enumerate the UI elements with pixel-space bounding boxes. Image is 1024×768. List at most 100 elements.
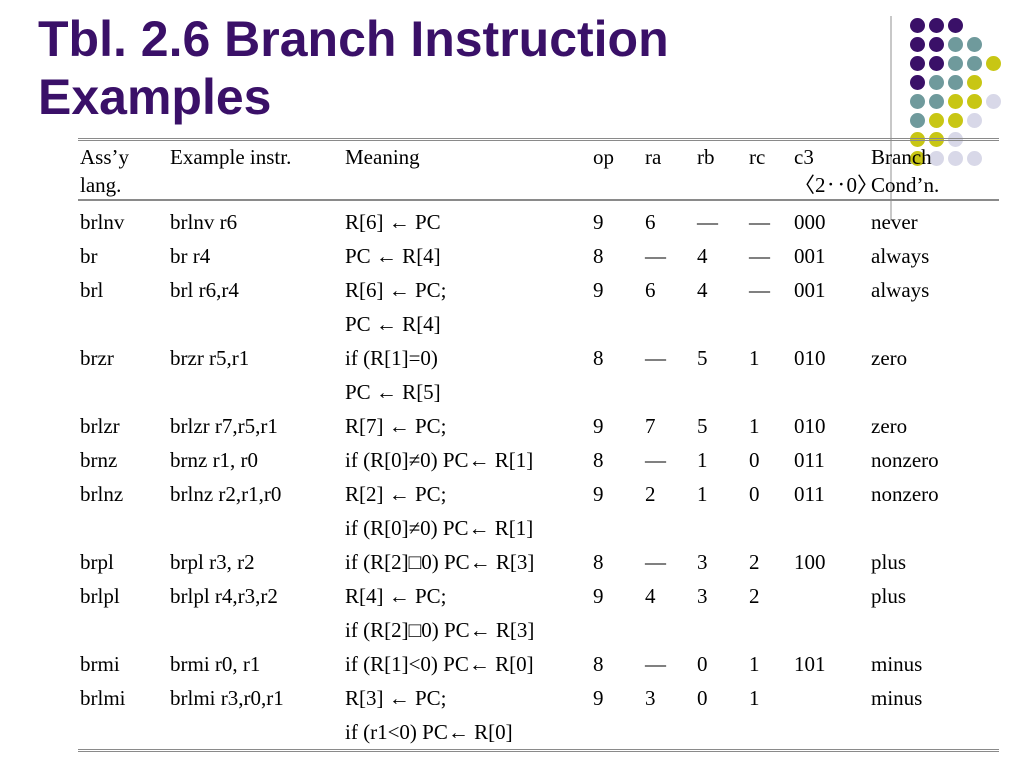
cell-cond: minus <box>871 686 923 710</box>
cell-example: brzr r5,r1 <box>170 346 250 370</box>
cell-rc: — <box>749 244 770 268</box>
cell-cond: plus <box>871 550 907 574</box>
cell-c3: 101 <box>794 652 826 676</box>
cell-ra: — <box>645 244 666 268</box>
column-header-line: ra <box>645 145 662 169</box>
cell-c3: 001 <box>794 278 826 302</box>
meaning-line: R[2] ← PC; <box>345 482 447 506</box>
cell-ra: — <box>645 550 666 574</box>
cell-asm: brlnv <box>80 210 125 234</box>
cell-example: brpl r3, r2 <box>170 550 255 574</box>
meaning-line: R[4] ← PC; <box>345 584 447 608</box>
cell-ra: 2 <box>645 482 656 506</box>
decor-dot <box>948 113 963 128</box>
meaning-line: PC ← R[4] <box>345 244 441 268</box>
cell-ra: 3 <box>645 686 656 710</box>
cell-rc: — <box>749 278 770 302</box>
cell-asm: brzr <box>80 346 114 370</box>
cell-asm: brlnz <box>80 482 124 506</box>
decor-dot <box>929 151 944 166</box>
slide-title-line-2: Examples <box>38 69 272 125</box>
decor-dot <box>929 75 944 90</box>
cell-asm: brmi <box>80 652 120 676</box>
decor-dot <box>910 94 925 109</box>
cell-c3: 000 <box>794 210 826 234</box>
meaning-line: R[6] ← PC <box>345 210 441 234</box>
cell-meaning: R[3] ← PC;if (r1<0) PC← R[0] <box>343 681 591 751</box>
column-header-line: Branch <box>871 145 932 169</box>
column-header: c3〈2‥0〉 <box>792 140 878 201</box>
slide-title-line-1: Tbl. 2.6 Branch Instruction <box>38 11 669 67</box>
cell-ra: — <box>645 448 666 472</box>
meaning-line: if (R[0]≠0) PC← R[1] <box>345 448 534 472</box>
cell-rb: 4 <box>697 244 708 268</box>
meaning-line: if (R[1]=0) <box>345 346 438 370</box>
cell-rc: 1 <box>749 652 760 676</box>
slide-title: Tbl. 2.6 Branch Instruction Examples <box>38 10 669 126</box>
meaning-line: PC ← R[4] <box>345 312 441 336</box>
decor-dot <box>948 18 963 33</box>
decor-dot <box>910 151 925 166</box>
cell-ra: 6 <box>645 210 656 234</box>
cell-rc: 0 <box>749 482 760 506</box>
cell-op: 9 <box>593 584 604 608</box>
column-header: rc <box>747 140 792 201</box>
cell-rb: 3 <box>697 584 708 608</box>
table-row: brl brl r6,r4 R[6] ← PC;PC ← R[4]9 6 4 — 001 al… <box>78 273 999 341</box>
decor-dot <box>948 37 963 52</box>
cell-rc: 2 <box>749 584 760 608</box>
decor-dot <box>986 94 1001 109</box>
cell-ra: — <box>645 652 666 676</box>
column-header: Example instr. <box>168 140 343 201</box>
cell-op: 9 <box>593 278 604 302</box>
cell-op: 8 <box>593 652 604 676</box>
cell-cond: nonzero <box>871 482 939 506</box>
column-header: op <box>591 140 643 201</box>
cell-rc: 0 <box>749 448 760 472</box>
cell-c3: 011 <box>794 448 825 472</box>
cell-ra: 6 <box>645 278 656 302</box>
decor-dot <box>910 18 925 33</box>
meaning-line: if (r1<0) PC← R[0] <box>345 720 513 744</box>
cell-meaning: R[6] ← PC <box>343 200 591 239</box>
cell-example: brl r6,r4 <box>170 278 239 302</box>
cell-rb: 1 <box>697 482 708 506</box>
column-header-line: op <box>593 145 614 169</box>
cell-rb: 5 <box>697 414 708 438</box>
cell-rc: 1 <box>749 346 760 370</box>
cell-cond: never <box>871 210 918 234</box>
dot-grid-decoration <box>900 10 1024 170</box>
cell-asm: brpl <box>80 550 114 574</box>
column-header-line: Meaning <box>345 145 420 169</box>
decor-dot <box>967 37 982 52</box>
decor-dot <box>910 113 925 128</box>
meaning-line: if (R[1]<0) PC← R[0] <box>345 652 534 676</box>
cell-example: brlnv r6 <box>170 210 238 234</box>
cell-meaning: PC ← R[4] <box>343 239 591 273</box>
cell-asm: brlpl <box>80 584 120 608</box>
column-header: ra <box>643 140 695 201</box>
cell-meaning: R[7] ← PC; <box>343 409 591 443</box>
cell-meaning: if (R[1]=0)PC ← R[5] <box>343 341 591 409</box>
cell-asm: brl <box>80 278 104 302</box>
cell-c3 <box>792 681 869 751</box>
cell-meaning: R[6] ← PC;PC ← R[4] <box>343 273 591 341</box>
cell-rb: 5 <box>697 346 708 370</box>
cell-cond: plus <box>871 584 907 608</box>
cell-rb: — <box>697 210 718 234</box>
decor-dot <box>910 75 925 90</box>
column-header-line: Cond’n. <box>871 173 940 197</box>
cell-cond: nonzero <box>871 448 939 472</box>
cell-meaning: if (R[1]<0) PC← R[0] <box>343 647 591 681</box>
cell-rb: 4 <box>697 278 708 302</box>
cell-cond: always <box>871 244 930 268</box>
cell-cond: always <box>871 278 930 302</box>
cell-meaning: if (R[0]≠0) PC← R[1] <box>343 443 591 477</box>
decor-dot <box>967 75 982 90</box>
decor-dot <box>910 37 925 52</box>
